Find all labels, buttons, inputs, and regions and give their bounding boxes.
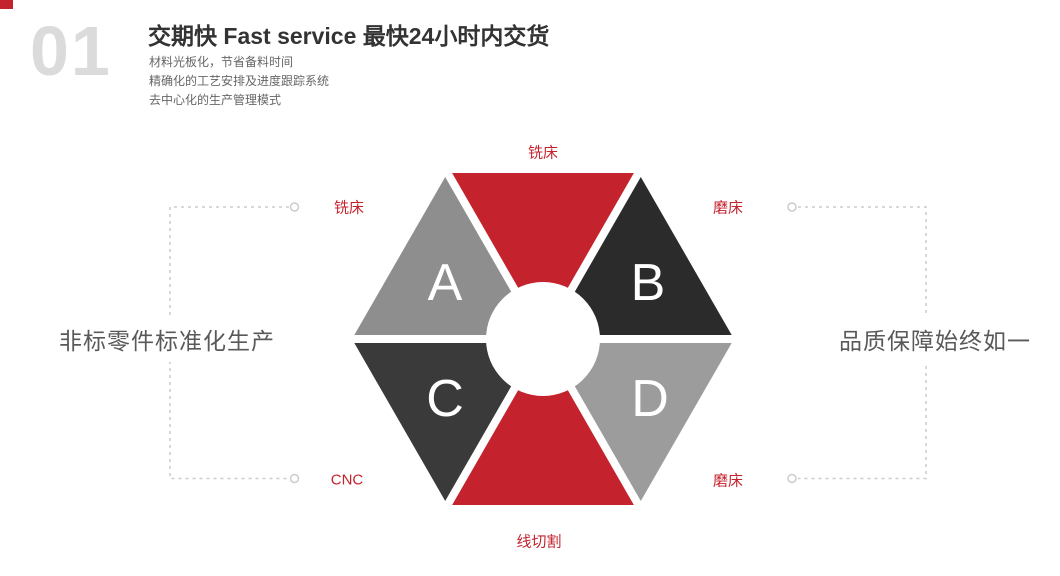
triangle-lower-right-gray <box>543 339 734 505</box>
letter-a: A <box>428 254 463 312</box>
page-title: 交期快 Fast service 最快24小时内交货 <box>148 23 550 49</box>
triangle-lower-left-dark <box>352 339 543 505</box>
bullet-line: 去中心化的生产管理模式 <box>149 93 282 107</box>
connector-dot-right-bottom <box>787 473 797 484</box>
connector-dot-left-top <box>289 202 300 212</box>
label-right-top-grinding: 磨床 <box>712 199 744 217</box>
left-caption: 非标零件标准化生产 <box>51 316 283 362</box>
label-left-bottom-cnc: CNC <box>330 471 364 489</box>
triangle-upper-right-dark <box>543 173 734 339</box>
triangle-top-red <box>447 173 639 339</box>
label-left-top-milling: 铣床 <box>333 199 365 217</box>
corner-accent-mark <box>0 0 13 9</box>
feature-bullets: 材料光板化，节省备料时间 精确化的工艺安排及进度跟踪系统 去中心化的生产管理模式 <box>149 53 329 110</box>
connector-dot-left-bottom <box>289 473 300 484</box>
letter-c: C <box>426 370 464 428</box>
right-caption: 品质保障始终如一 <box>831 316 1039 362</box>
label-top-milling: 铣床 <box>527 144 559 162</box>
letter-b: B <box>631 254 666 312</box>
bullet-line: 精确化的工艺安排及进度跟踪系统 <box>149 74 330 88</box>
label-bottom-wirecut: 线切割 <box>516 533 562 551</box>
bullet-line: 材料光板化，节省备料时间 <box>149 55 294 69</box>
label-right-bottom-grinding: 磨床 <box>712 472 744 490</box>
triangle-bottom-red <box>447 339 639 505</box>
connector-dot-right-top <box>787 202 797 212</box>
section-number: 01 <box>30 12 112 90</box>
letter-d: D <box>631 370 669 428</box>
center-circle <box>486 282 600 396</box>
triangle-upper-left-gray <box>352 173 543 339</box>
right-bracket-dashed-line <box>798 206 927 480</box>
